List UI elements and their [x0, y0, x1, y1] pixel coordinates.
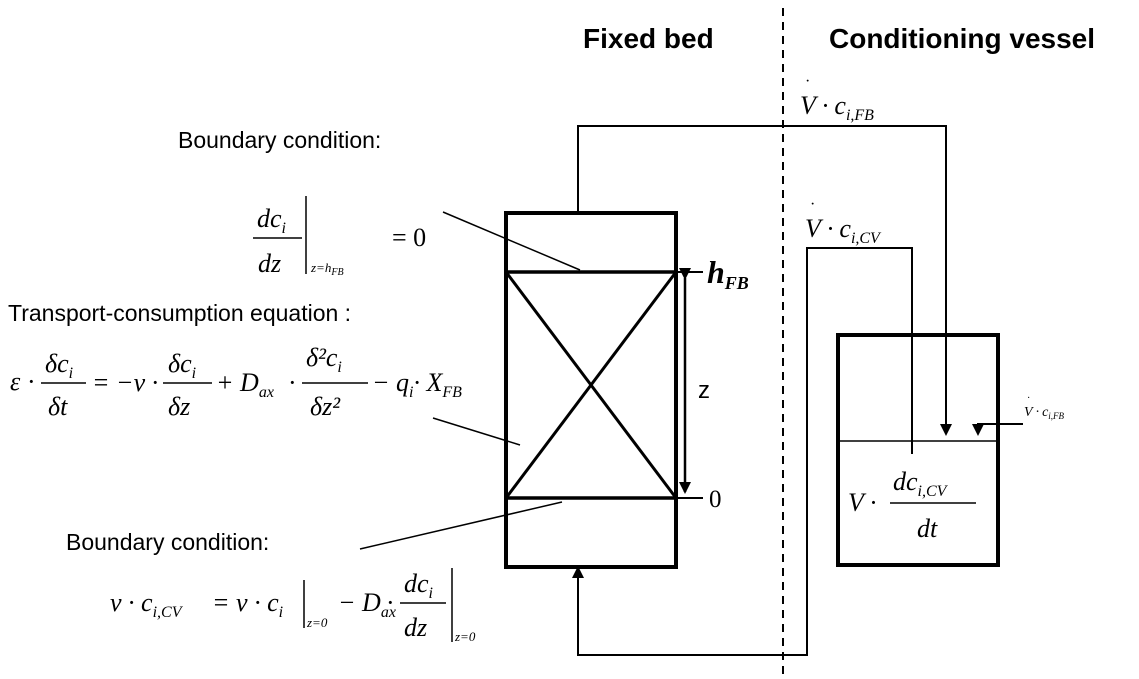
svg-text:= 0: = 0 [392, 223, 426, 252]
svg-text:·: · [27, 367, 36, 396]
svg-text:·: · [810, 196, 815, 213]
svg-text:− qi· XFB: − qi· XFB [372, 368, 462, 401]
equation-top-boundary: dci dz z=hFB = 0 [253, 196, 426, 278]
svg-text:δz²: δz² [310, 392, 341, 421]
equation-bottom-boundary: v · ci,CV = v · ci z=0 − Dax · dci dz z=… [110, 568, 476, 644]
svg-text:z=0: z=0 [306, 615, 328, 630]
boundary-condition-bottom-label: Boundary condition: [66, 529, 269, 555]
svg-text:dci: dci [404, 569, 433, 602]
svg-text:δ²ci: δ²ci [306, 343, 342, 376]
svg-text:dci,CV: dci,CV [893, 467, 949, 500]
pointer-transport [432, 417, 521, 446]
svg-text:dci: dci [257, 204, 286, 237]
svg-text:+ Dax: + Dax [216, 368, 274, 401]
svg-text:dz: dz [258, 249, 281, 278]
svg-text:·: · [386, 588, 395, 617]
z-axis-label: z [698, 377, 710, 404]
svg-text:dt: dt [917, 514, 938, 543]
header-conditioning-vessel: Conditioning vessel [829, 23, 1095, 54]
conditioning-vessel [836, 333, 1000, 567]
svg-text:·: · [805, 73, 810, 90]
svg-text:δt: δt [48, 392, 68, 421]
equation-vessel-balance: V · dci,CV dt [848, 467, 976, 543]
zero-label: 0 [709, 486, 722, 513]
svg-text:δz: δz [168, 392, 190, 421]
svg-text:δci: δci [45, 349, 73, 382]
svg-text:= −v ·: = −v · [92, 368, 158, 397]
svg-text:V·ci,FB: V·ci,FB [800, 91, 874, 124]
svg-text:V·ci,CV: V·ci,CV [805, 214, 882, 247]
svg-text:V·ci,FB: V·ci,FB [1024, 405, 1065, 421]
svg-text:z=0: z=0 [454, 629, 476, 644]
equation-transport: ε · δci δt = −v · δci δz + Dax · δ²ci δz… [10, 343, 462, 421]
h-fb-label: hFB [707, 254, 749, 293]
transport-equation-label: Transport-consumption equation : [8, 300, 351, 326]
flow-label-outflow: · V·ci,FB [800, 73, 874, 124]
packing-cross-line-2 [504, 271, 678, 499]
svg-text:z=hFB: z=hFB [310, 260, 344, 278]
return-line [572, 247, 913, 656]
boundary-condition-top-label: Boundary condition: [178, 127, 381, 153]
outflow-line [577, 125, 952, 436]
svg-text:v · ci,CV: v · ci,CV [110, 588, 184, 621]
svg-text:·: · [288, 368, 297, 397]
svg-text:·: · [1027, 393, 1030, 404]
svg-text:δci: δci [168, 349, 196, 382]
header-fixed-bed: Fixed bed [583, 23, 714, 54]
fixed-bed-column [504, 211, 678, 569]
svg-text:V ·: V · [848, 488, 876, 517]
svg-text:= v · ci: = v · ci [212, 588, 283, 621]
flow-label-recycle: · V·ci,CV [805, 196, 882, 247]
svg-text:ε: ε [10, 367, 21, 396]
pointer-top-boundary [442, 211, 581, 271]
pointer-bottom-boundary [359, 501, 563, 550]
svg-text:− Dax: − Dax [338, 588, 396, 621]
feed-line [972, 423, 1023, 436]
flow-label-feed: · V·ci,FB [1024, 393, 1065, 421]
svg-text:dz: dz [404, 613, 427, 642]
